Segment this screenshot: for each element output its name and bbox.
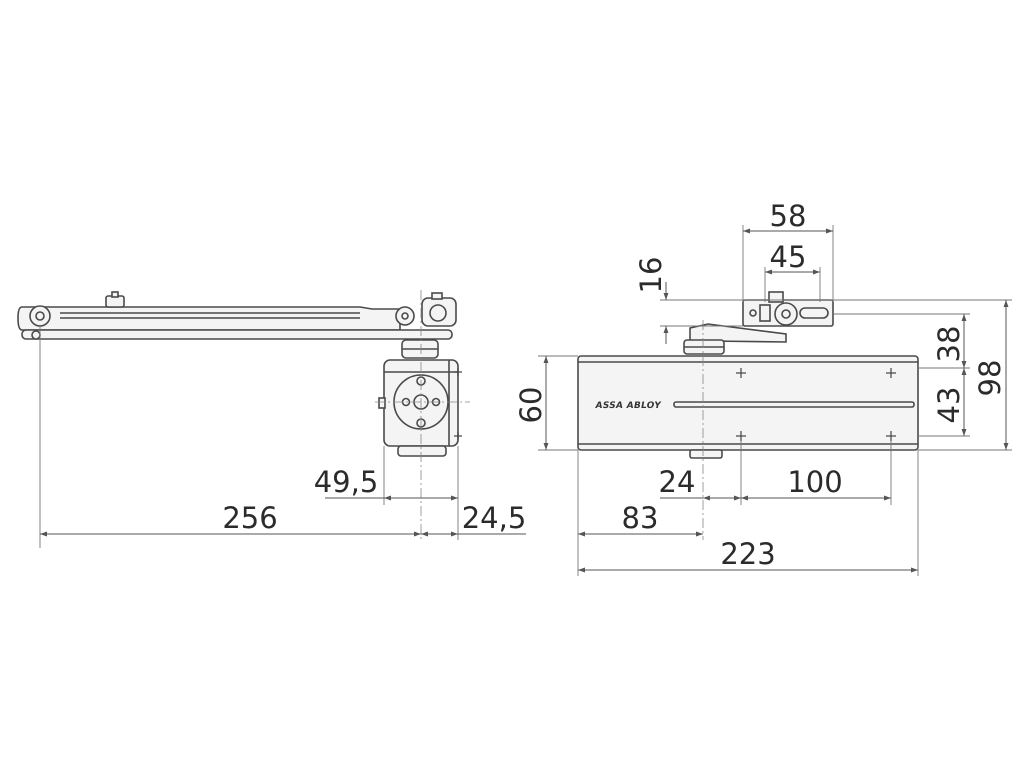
dim-lower-height: 43 xyxy=(932,387,966,424)
closer-body-end-view xyxy=(378,359,462,457)
dim-bracket-holes: 45 xyxy=(770,240,807,274)
dim-hole-spacing: 100 xyxy=(787,465,842,499)
dim-bracket-offset: 49,5 xyxy=(314,465,379,499)
closer-body: ASSA ABLOY xyxy=(577,355,919,459)
dim-body-length: 223 xyxy=(720,537,775,571)
dim-arm-offset: 16 xyxy=(634,257,668,294)
dim-spindle-from-edge: 83 xyxy=(622,501,659,535)
left-view: 256 49,5 24,5 xyxy=(17,290,527,548)
dim-bracket-width: 58 xyxy=(770,199,807,233)
dim-total-length: 256 xyxy=(222,501,277,535)
mounting-hole-marks xyxy=(736,368,896,441)
closer-arm xyxy=(17,291,457,340)
dim-bracket-edge: 24,5 xyxy=(462,501,527,535)
dim-body-height: 60 xyxy=(514,387,548,424)
dim-total-height: 98 xyxy=(973,360,1007,397)
mounting-bracket xyxy=(742,291,834,327)
dim-spindle-offset: 24 xyxy=(659,465,696,499)
dim-top-height: 38 xyxy=(932,326,966,363)
right-view: ASSA ABLOY xyxy=(514,199,1012,576)
brand-logo: ASSA ABLOY xyxy=(595,401,662,411)
